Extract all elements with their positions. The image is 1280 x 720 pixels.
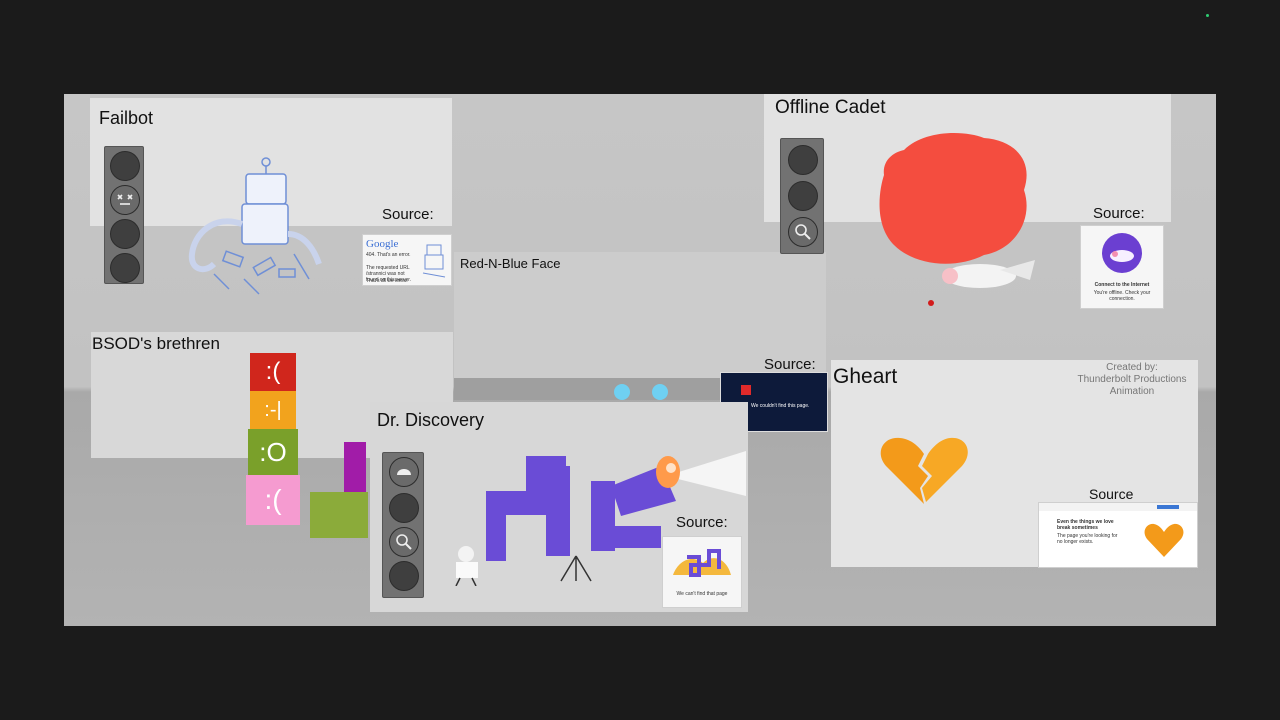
bsod-title: BSOD's brethren <box>92 334 220 353</box>
dr-discovery-source-label: Source: <box>676 514 728 531</box>
lamp-icon <box>389 561 419 591</box>
green-dot <box>1206 14 1209 17</box>
red-blue-face-strip <box>454 378 754 400</box>
mini-heart-icon <box>1144 523 1184 557</box>
offline-cadet-source-label: Source: <box>1093 205 1145 222</box>
lamp-icon <box>110 253 140 283</box>
cube-pink: :( <box>246 475 300 525</box>
thumb-text: 404. That's an error. <box>366 252 411 258</box>
offline-cadet-traffic-light <box>780 138 824 254</box>
offline-cadet-title: Offline Cadet <box>775 97 886 118</box>
credit-line: Animation <box>1109 386 1155 397</box>
red-blue-title: Red-N-Blue Face <box>460 256 561 271</box>
cube-dark-purple <box>344 442 366 492</box>
failbot-traffic-light <box>104 146 144 284</box>
dead-face-lamp-icon <box>110 185 140 215</box>
credit-line: Thunderbolt Productions <box>1077 374 1187 385</box>
lamp-icon <box>110 219 140 249</box>
cube-red: :( <box>250 353 296 391</box>
offline-cadet-source-thumbnail[interactable]: Connect to the Internet You're offline. … <box>1080 225 1164 309</box>
thumb-nav-bar <box>1039 503 1197 511</box>
dr-discovery-traffic-light <box>382 452 424 598</box>
magnifier-lamp-icon <box>788 217 818 247</box>
credit-line: Created by: <box>1106 362 1158 373</box>
thumb-nav-button <box>1157 505 1179 509</box>
broken-robot-icon <box>188 157 322 295</box>
offline-cadet-mini-icon <box>1102 233 1142 273</box>
thumb-text: We couldn't find this page. <box>751 403 810 409</box>
red-dot <box>928 300 934 306</box>
dr-discovery-title: Dr. Discovery <box>377 410 485 430</box>
thumb-text: Even the things we love break sometimes <box>1057 519 1114 531</box>
video-stage: Failbot Source: Google 404. That's an er… <box>64 94 1216 626</box>
thumb-text: Connect to the Internet <box>1094 282 1150 288</box>
mini-face-icon <box>741 385 751 395</box>
red-blob-icon <box>879 133 1027 264</box>
thumb-text: The page you're looking for no longer ex… <box>1057 533 1118 545</box>
gheart-title: Gheart <box>833 365 898 388</box>
lamp-icon <box>110 151 140 181</box>
magnifier-lamp-icon <box>389 527 419 557</box>
cadet-spaceship-icon <box>942 260 1035 288</box>
blue-eye-icon <box>614 384 630 400</box>
mini-robot-icon <box>422 244 446 278</box>
thumb-text: That's all we know. <box>366 278 408 284</box>
telescope-machine-icon <box>455 451 746 586</box>
lamp-icon <box>788 181 818 211</box>
thumb-text: We can't find that page <box>676 591 728 597</box>
failbot-title: Failbot <box>99 108 154 128</box>
lamp-icon <box>788 145 818 175</box>
failbot-source-label: Source: <box>382 206 434 223</box>
cube-green: :O <box>248 429 298 475</box>
lamp-icon <box>389 493 419 523</box>
red-blue-source-label: Source: <box>764 356 816 373</box>
dr-discovery-source-thumbnail[interactable]: We can't find that page <box>662 536 742 608</box>
google-logo: Google <box>366 238 399 250</box>
gheart-source-label: Source <box>1089 486 1134 502</box>
gheart-source-thumbnail[interactable]: Even the things we love break sometimes … <box>1038 502 1198 568</box>
helmet-lamp-icon <box>389 457 419 487</box>
broken-heart-icon <box>880 437 968 504</box>
thumb-text: You're offline. Check your connection. <box>1093 290 1151 302</box>
cube-olive <box>310 492 368 538</box>
cube-orange: :-| <box>250 391 296 429</box>
credit-text: Created by: Thunderbolt Productions Anim… <box>1064 362 1200 398</box>
thumb-text: The requested URL /strannici was not fou… <box>366 265 412 283</box>
blue-eye-icon <box>652 384 668 400</box>
failbot-source-thumbnail[interactable]: Google 404. That's an error. The request… <box>362 234 452 286</box>
mini-discovery-icon <box>673 549 731 577</box>
